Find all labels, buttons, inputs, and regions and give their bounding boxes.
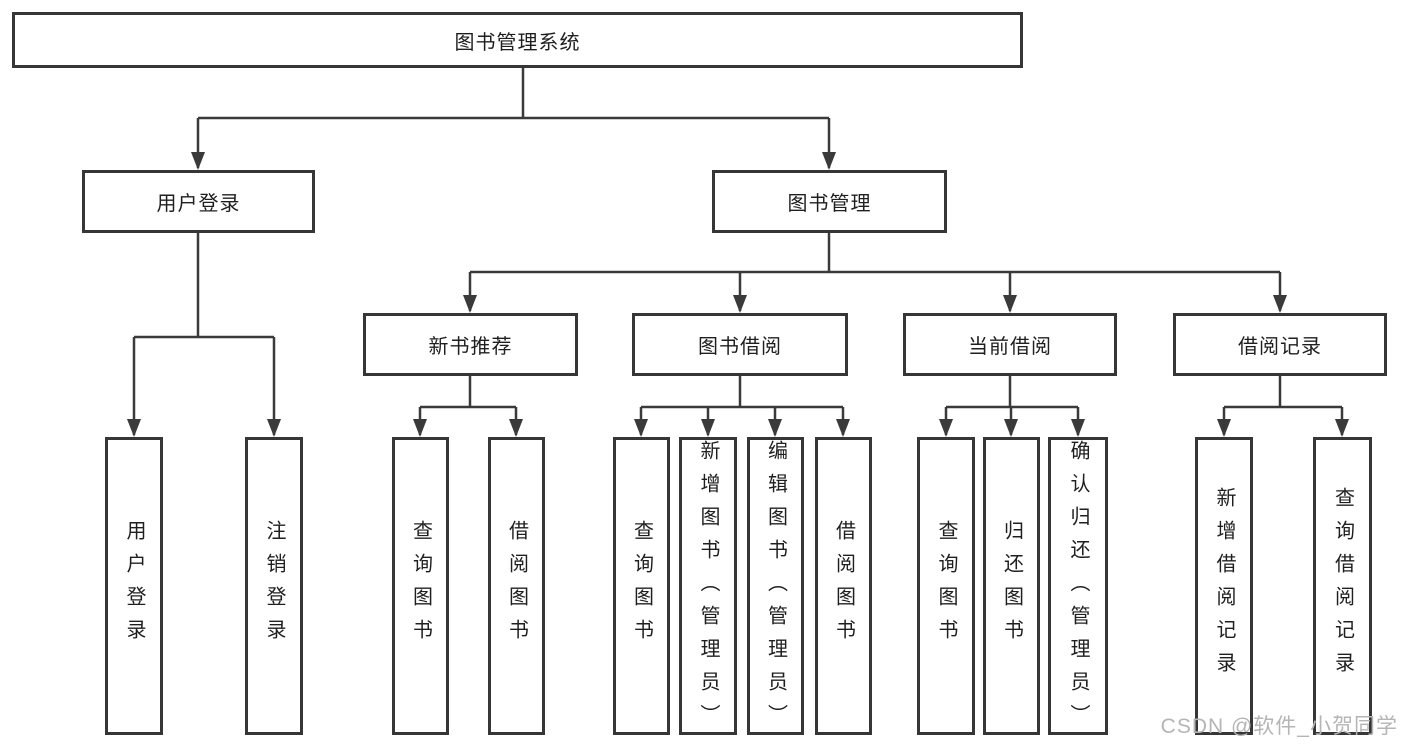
csdn-watermark: CSDN @软件_小贺同学	[1160, 715, 1398, 738]
leaf-label: 确认归还（管理员）	[1067, 440, 1089, 737]
leaf-logout: 注销登录	[245, 437, 303, 735]
leaf-label: 注销登录	[263, 520, 285, 652]
leaf-borrow-books-2: 借阅图书	[815, 437, 872, 735]
node-library-management-system: 图书管理系统	[12, 12, 1023, 68]
node-new-book-recommendation: 新书推荐	[363, 313, 578, 376]
node-label: 图书借阅	[698, 336, 782, 358]
node-current-borrowing: 当前借阅	[903, 313, 1117, 376]
leaf-query-borrowing-record: 查询借阅记录	[1313, 437, 1372, 735]
leaf-edit-books-admin: 编辑图书（管理员）	[747, 437, 804, 737]
node-label: 新书推荐	[428, 336, 513, 358]
leaf-label: 归还图书	[1000, 520, 1023, 652]
node-label: 图书管理	[787, 193, 872, 215]
leaf-query-books-2: 查询图书	[613, 437, 670, 735]
node-user-login: 用户登录	[82, 170, 315, 233]
leaf-label: 查询图书	[630, 520, 653, 652]
node-label: 借阅记录	[1238, 336, 1322, 358]
leaf-query-books-3: 查询图书	[917, 437, 975, 735]
leaf-label: 查询图书	[935, 520, 957, 652]
leaf-label: 借阅图书	[505, 520, 528, 652]
leaf-label: 用户登录	[123, 520, 145, 652]
node-book-management: 图书管理	[712, 170, 947, 233]
leaf-label: 编辑图书（管理员）	[764, 440, 787, 737]
leaf-label: 查询借阅记录	[1331, 487, 1354, 685]
leaf-label: 新增图书（管理员）	[697, 440, 719, 737]
leaf-add-books-admin: 新增图书（管理员）	[679, 437, 737, 737]
arrowheads	[127, 152, 1349, 437]
node-borrowing-records: 借阅记录	[1173, 313, 1387, 376]
leaf-add-borrowing-record: 新增借阅记录	[1195, 437, 1253, 735]
leaf-user-login: 用户登录	[105, 437, 163, 735]
leaf-label: 借阅图书	[832, 520, 855, 652]
node-label: 图书管理系统	[454, 31, 581, 54]
node-label: 用户登录	[156, 193, 241, 215]
leaf-return-books: 归还图书	[983, 437, 1040, 735]
node-label: 当前借阅	[968, 336, 1052, 358]
leaf-label: 查询图书	[409, 520, 432, 652]
leaf-query-books-1: 查询图书	[392, 437, 449, 735]
node-book-borrowing: 图书借阅	[632, 313, 848, 376]
leaf-label: 新增借阅记录	[1213, 487, 1235, 685]
leaf-confirm-return-admin: 确认归还（管理员）	[1048, 437, 1108, 737]
connector-strokes	[132, 68, 1344, 435]
leaf-borrow-books-1: 借阅图书	[488, 437, 545, 735]
